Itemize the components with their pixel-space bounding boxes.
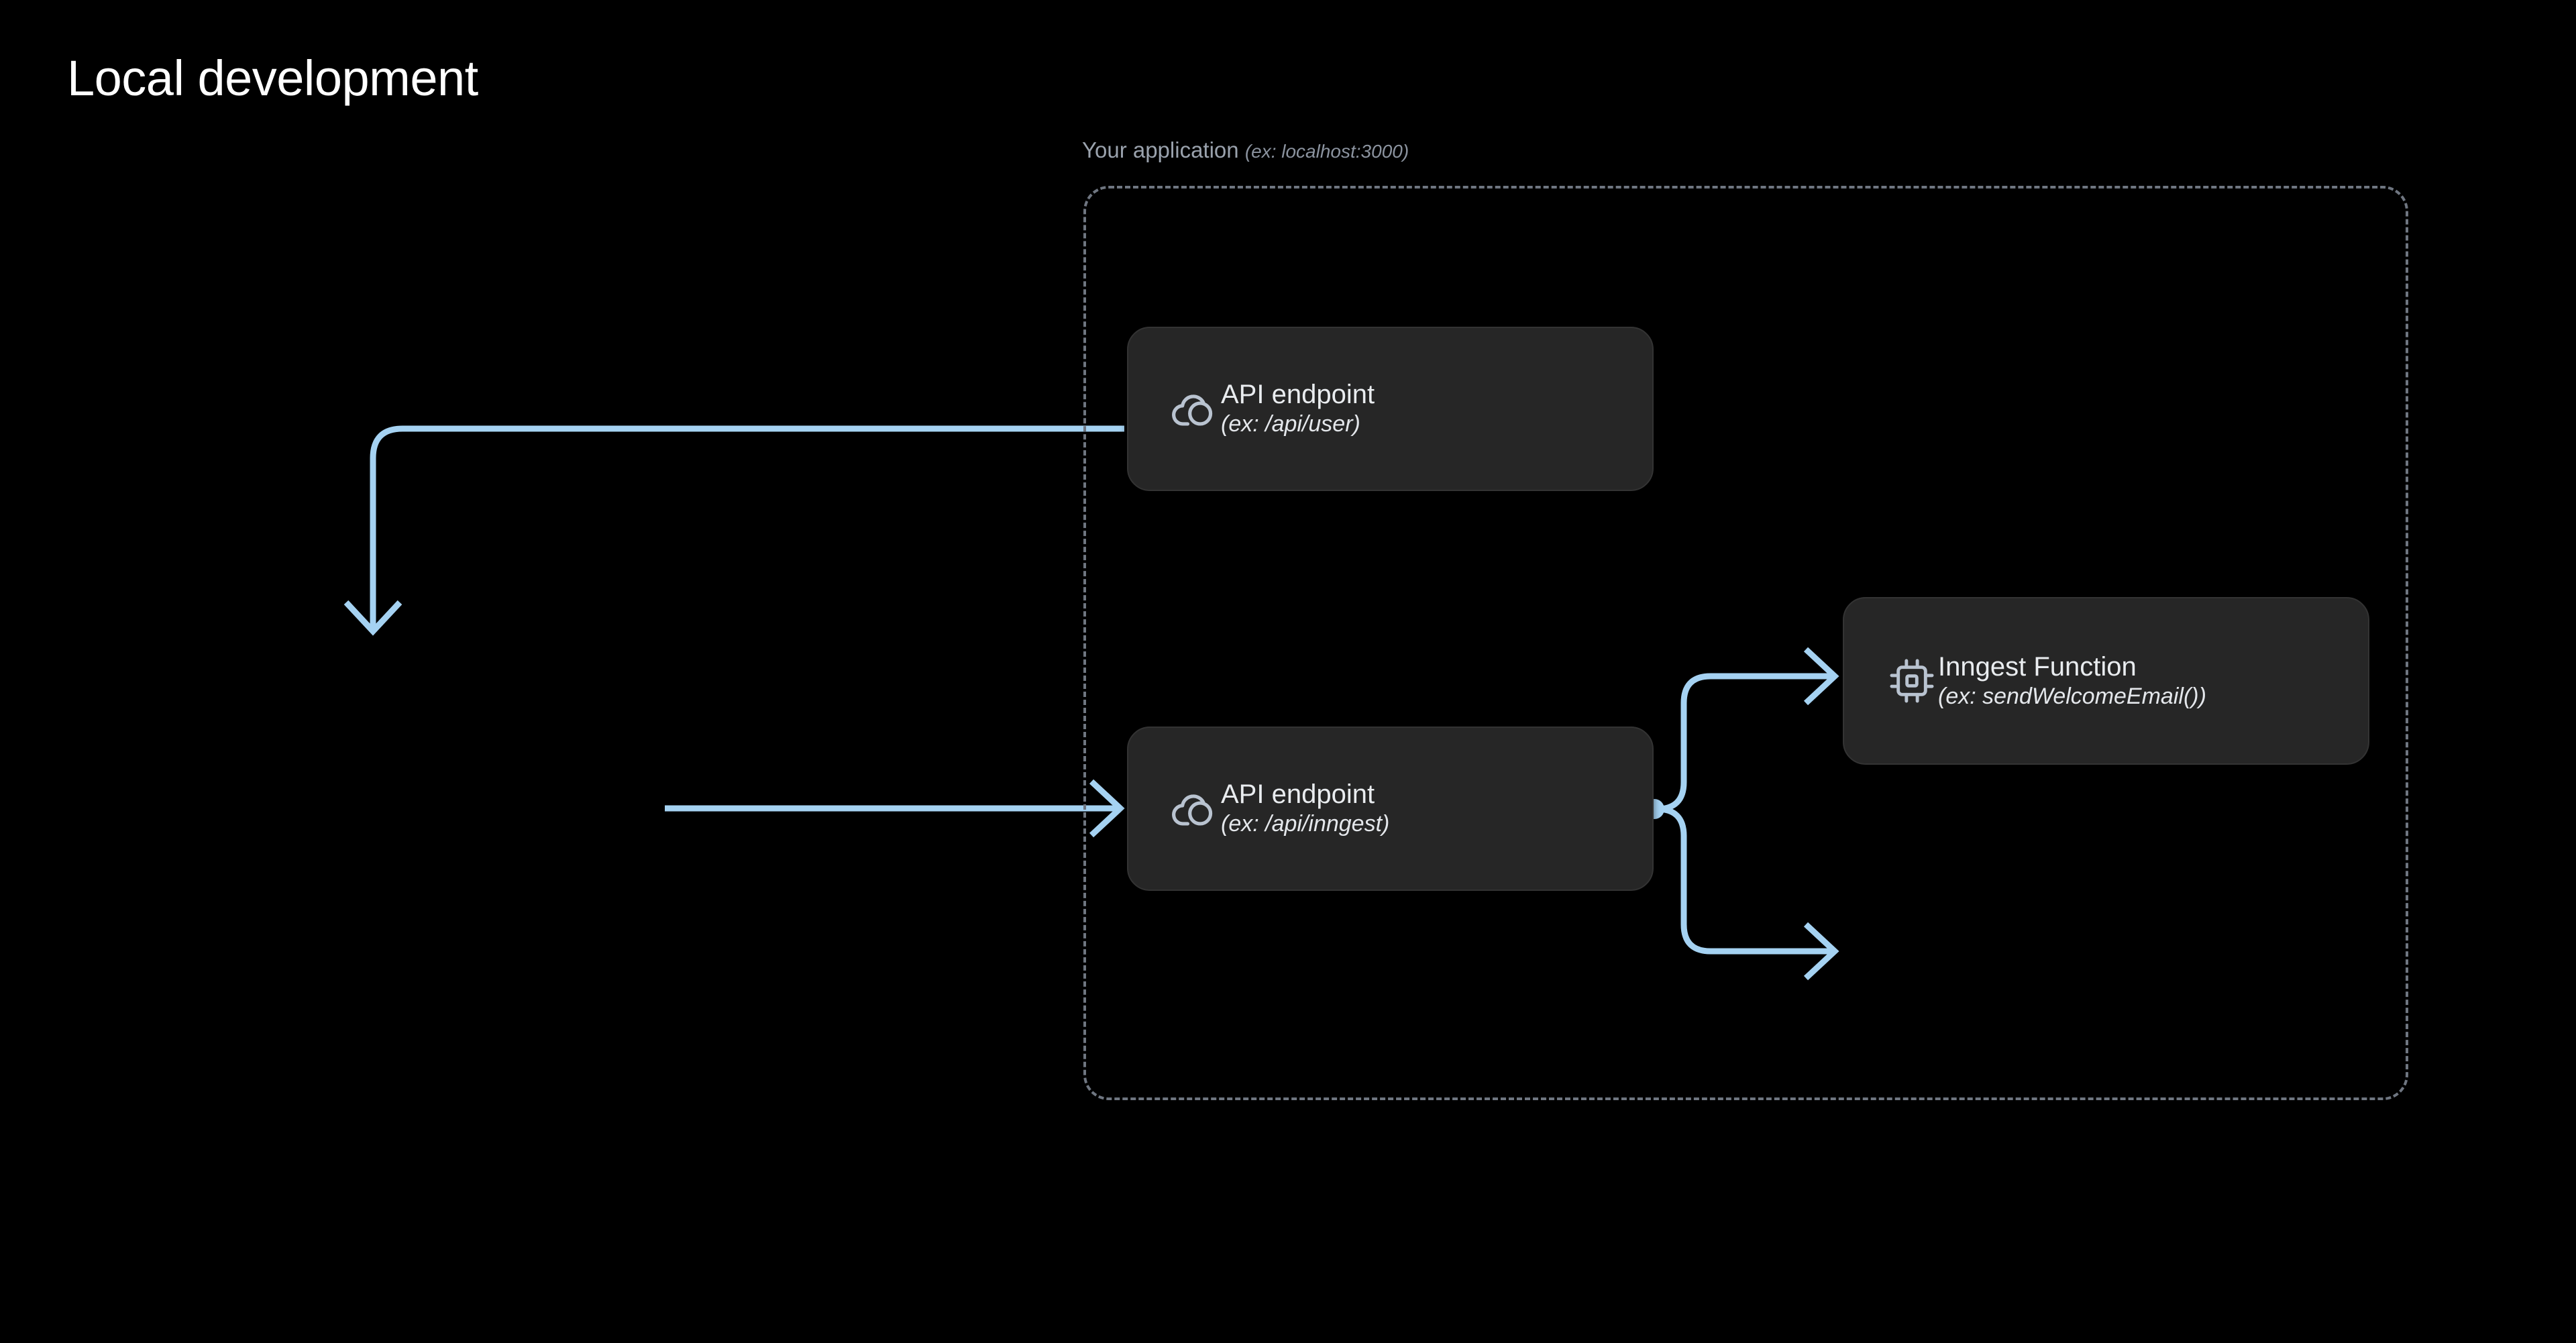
node-inngest-function-send-welcome-email[interactable]: Inngest Function (ex: sendWelcomeEmail()… xyxy=(1843,597,2369,765)
node-subtitle: (ex: sendWelcomeEmail()) xyxy=(1938,683,2206,709)
node-subtitle: (ex: /api/user) xyxy=(1221,411,1360,437)
arrowhead-down-icon xyxy=(343,600,402,636)
node-title: API endpoint xyxy=(1221,380,1375,410)
container-label-hint: (ex: localhost:3000) xyxy=(1244,141,1409,162)
node-text: API endpoint (ex: /api/inngest) xyxy=(1221,779,1389,839)
node-text: API endpoint (ex: /api/user) xyxy=(1221,379,1375,439)
node-title: Inngest Function xyxy=(1938,651,2137,682)
node-api-endpoint-inngest[interactable]: API endpoint (ex: /api/inngest) xyxy=(1127,727,1654,891)
edge-api-inngest-to-fn-welcome xyxy=(1656,647,1839,812)
arrowhead-right-icon xyxy=(1803,922,1839,981)
arrowhead-right-icon xyxy=(1089,779,1125,838)
page-title: Local development xyxy=(67,50,478,106)
edge-dev-server-to-api-inngest xyxy=(665,779,1125,838)
node-subtitle: (ex: /api/inngest) xyxy=(1221,811,1390,837)
container-label: Your application (ex: localhost:3000) xyxy=(1082,138,1409,163)
container-label-text: Your application xyxy=(1082,138,1239,162)
cloud-icon xyxy=(1169,783,1221,835)
edge-api-user-to-dev-server xyxy=(343,425,1124,636)
node-title: API endpoint xyxy=(1221,780,1375,810)
edge-api-inngest-to-fn-contacts xyxy=(1656,806,1839,981)
cpu-chip-icon xyxy=(1886,655,1938,707)
your-application-container xyxy=(1083,186,2408,1100)
cloud-icon xyxy=(1169,383,1221,435)
arrowhead-right-icon xyxy=(1803,647,1839,706)
node-text: Inngest Function (ex: sendWelcomeEmail()… xyxy=(1938,651,2206,711)
node-api-endpoint-user[interactable]: API endpoint (ex: /api/user) xyxy=(1127,327,1654,491)
